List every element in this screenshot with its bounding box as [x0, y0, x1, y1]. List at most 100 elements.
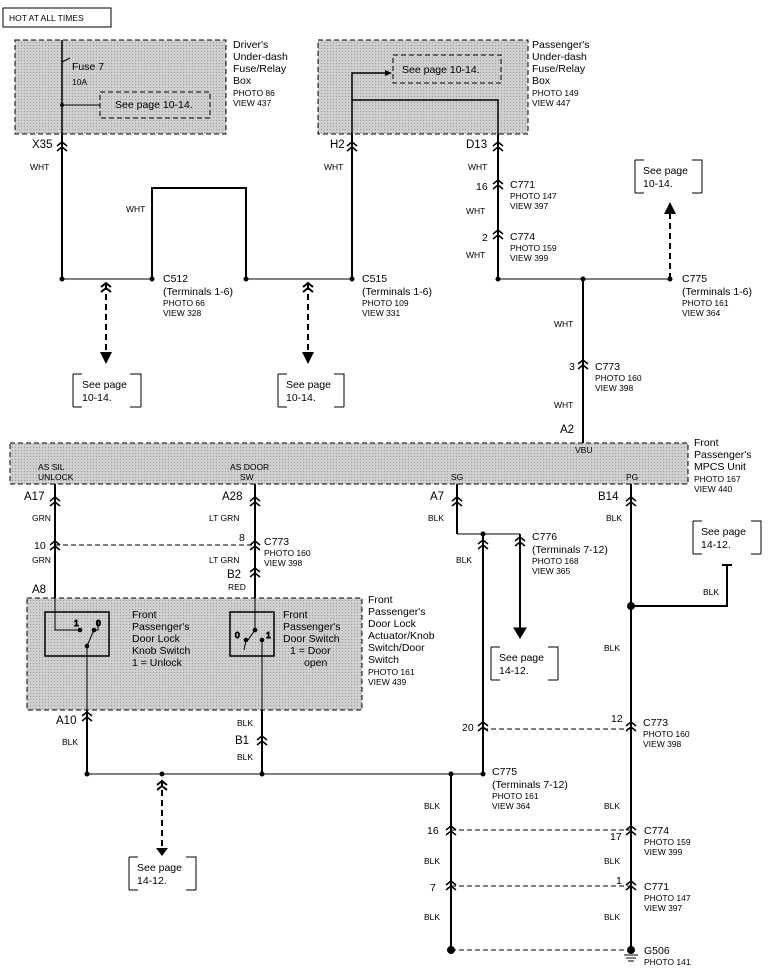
c773-mid-name: C773: [264, 536, 289, 548]
c773-low-name: C773: [643, 717, 668, 729]
wire-ltgrn-1: LT GRN: [209, 513, 239, 523]
c771-top-view: VIEW 397: [510, 201, 549, 211]
pin-h2: H2: [330, 139, 345, 151]
pin-a10: A10: [56, 715, 76, 727]
door-lock-assembly-box: [26, 597, 363, 711]
wire-wht-7: WHT: [554, 319, 573, 329]
wire-blk-13: BLK: [604, 856, 620, 866]
pin-b2: B2: [227, 569, 241, 581]
c773-low-photo: PHOTO 160: [643, 729, 690, 739]
see-page-ref-b-line2: 10-14.: [286, 392, 316, 404]
mpcs-unit-box: AS SIL UNLOCK AS DOOR SW SG VBU PG: [9, 442, 689, 485]
wire-blk-5: BLK: [604, 643, 620, 653]
see-page-ref-a-line1: See page: [82, 379, 127, 391]
c773-mid-pin-right: 8: [239, 532, 245, 544]
door-lock-title-1: Front: [368, 594, 393, 606]
mpcs-label-sg: SG: [451, 472, 463, 482]
c774-low-photo: PHOTO 159: [644, 837, 691, 847]
c775-top-terminals: (Terminals 1-6): [682, 286, 752, 298]
passenger-box-title-4: Box: [532, 75, 551, 87]
c515-view: VIEW 331: [362, 308, 401, 318]
mpcs-title-3: MPCS Unit: [694, 461, 746, 473]
c775-low-photo: PHOTO 161: [492, 791, 539, 801]
wire-wht-8: WHT: [554, 400, 573, 410]
wire-blk-9: BLK: [424, 801, 440, 811]
c773-mid-view: VIEW 398: [264, 558, 303, 568]
c773-low-view: VIEW 398: [643, 739, 682, 749]
top-wires: [61, 134, 584, 443]
pin-d13: D13: [466, 139, 487, 151]
wire-blk-11: BLK: [424, 912, 440, 922]
mpcs-photo: PHOTO 167: [694, 474, 741, 484]
pin-x35: X35: [32, 139, 52, 151]
knob-switch-line4: Knob Switch: [132, 645, 191, 657]
wire-wht-1: WHT: [30, 162, 49, 172]
passenger-box-title-1: Passenger's: [532, 39, 589, 51]
c773-top-photo: PHOTO 160: [595, 373, 642, 383]
see-page-ref-d-line1: See page: [499, 652, 544, 664]
c771-low-pin-left: 7: [430, 882, 436, 894]
door-switch-symbol: 0 1: [235, 598, 272, 710]
mpcs-label-door2: SW: [240, 472, 254, 482]
c512-view: VIEW 328: [163, 308, 202, 318]
c771-low-pin-right: 1: [616, 875, 622, 887]
see-page-ref-e-line2: 14-12.: [701, 539, 731, 551]
see-page-ref-f-line1: See page: [137, 862, 182, 874]
wire-wht-4: WHT: [126, 204, 145, 214]
c512-name: C512: [163, 273, 188, 285]
passenger-box-title-3: Fuse/Relay: [532, 63, 586, 75]
mpcs-label-door1: AS DOOR: [230, 462, 269, 472]
connector-marks-top: [56, 141, 589, 370]
see-page-ref-e-line1: See page: [701, 526, 746, 538]
wire-ltgrn-2: LT GRN: [209, 555, 239, 565]
wire-wht-2: WHT: [324, 162, 343, 172]
pin-b1: B1: [235, 735, 249, 747]
mpcs-label-pg: PG: [626, 472, 638, 482]
wire-blk-12: BLK: [604, 801, 620, 811]
knob-contact-0: 0: [96, 618, 101, 628]
c775-top-view: VIEW 364: [682, 308, 721, 318]
c774-top-pin: 2: [482, 232, 488, 244]
g506-name: G506: [644, 945, 670, 957]
see-page-ref-c-line2: 10-14.: [643, 178, 673, 190]
c773-mid-photo: PHOTO 160: [264, 548, 311, 558]
driver-box-title-1: Driver's: [233, 39, 268, 51]
wire-grn-1: GRN: [32, 513, 51, 523]
knob-switch-symbol: 1 0: [54, 598, 102, 710]
wire-blk-1: BLK: [428, 513, 444, 523]
driver-fuse-box: Fuse 7 10A See page 10-14.: [14, 39, 227, 135]
pin-a28: A28: [222, 491, 242, 503]
knob-switch-line5: 1 = Unlock: [132, 657, 183, 669]
wire-blk-14: BLK: [604, 912, 620, 922]
c776-name: C776: [532, 531, 557, 543]
see-page-ref-f-line2: 14-12.: [137, 875, 167, 887]
c773-low-pin-left: 20: [462, 722, 474, 734]
passenger-box-see-page: See page 10-14.: [402, 64, 480, 76]
passenger-fuse-box: See page 10-14.: [317, 39, 529, 135]
c775-top-photo: PHOTO 161: [682, 298, 729, 308]
c515-photo: PHOTO 109: [362, 298, 409, 308]
c774-low-name: C774: [644, 825, 669, 837]
